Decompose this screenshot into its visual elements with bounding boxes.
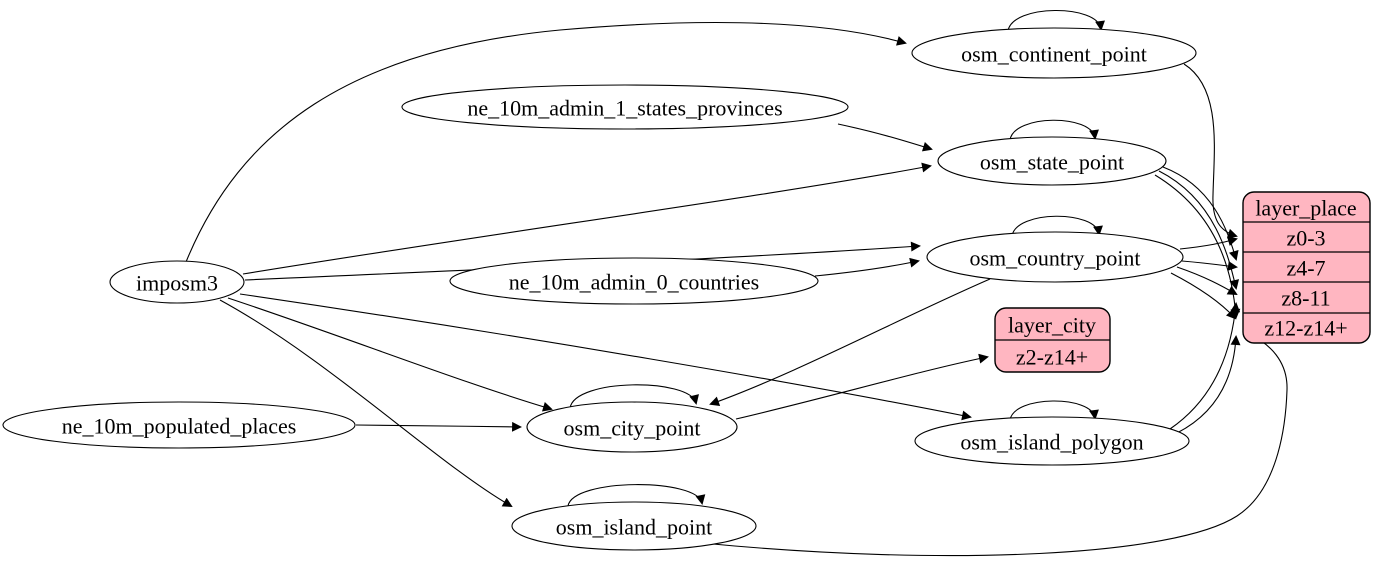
edge-imposm3-osm_island_point — [219, 299, 513, 507]
layer_place-row-z0-3: z0-3 — [1286, 226, 1325, 251]
node-layer_city: layer_city z2-z14+ — [994, 307, 1111, 373]
node-ne_10m_admin_0_countries: ne_10m_admin_0_countries — [449, 257, 819, 305]
edge-osm_country_point-layer_place_z0-3 — [1179, 236, 1238, 250]
node-osm_island_point-shape — [511, 501, 757, 551]
node-imposm3-shape — [109, 260, 245, 304]
edges — [185, 9, 1288, 557]
node-osm_continent_point-shape — [911, 27, 1197, 79]
edge-osm_city_point-layer_city — [735, 353, 989, 420]
selfloop-osm_city_point — [569, 384, 699, 409]
node-osm_city_point-label: osm_city_point — [564, 416, 701, 441]
node-ne_10m_populated_places-label: ne_10m_populated_places — [62, 414, 297, 439]
node-osm_state_point-shape — [937, 136, 1167, 186]
edge-osm_country_point-layer_place_z4-7 — [1181, 260, 1238, 271]
node-osm_island_point-label: osm_island_point — [556, 515, 712, 540]
selfloop-osm_continent_point — [1007, 9, 1105, 32]
edge-osm_country_point-osm_city_point — [709, 278, 991, 406]
edge-imposm3-osm_state_point — [242, 162, 932, 275]
node-osm_state_point: osm_state_point — [937, 136, 1167, 186]
edge-osm_island_polygon-layer_place_z8-11 — [1169, 302, 1241, 430]
layer_city-title: layer_city — [1008, 313, 1096, 338]
layer_place-row-z4-7: z4-7 — [1286, 256, 1325, 281]
node-imposm3-label: imposm3 — [136, 271, 218, 296]
selfloop-osm_island_point — [567, 484, 706, 507]
node-osm_country_point: osm_country_point — [926, 231, 1184, 283]
layer_place-title: layer_place — [1255, 196, 1356, 221]
node-osm_continent_point: osm_continent_point — [911, 27, 1197, 79]
node-osm_island_polygon: osm_island_polygon — [914, 416, 1190, 466]
selfloop-osm_country_point — [1011, 215, 1103, 237]
node-ne_10m_admin_0_countries-label: ne_10m_admin_0_countries — [509, 270, 760, 295]
edge-ne_10m_admin_0_countries-osm_country_point — [814, 257, 920, 277]
node-ne_10m_admin_1_states_provinces-label: ne_10m_admin_1_states_provinces — [467, 96, 782, 121]
edge-osm_country_point-layer_place_z8-11 — [1176, 266, 1238, 295]
selfloop-osm_state_point — [1009, 119, 1099, 141]
node-osm_continent_point-label: osm_continent_point — [961, 42, 1147, 67]
layer_place-row-z12-z14: z12-z14+ — [1264, 316, 1347, 341]
node-osm_island_point: osm_island_point — [511, 501, 757, 551]
node-ne_10m_admin_1_states_provinces: ne_10m_admin_1_states_provinces — [401, 84, 849, 130]
edge-osm_island_polygon-layer_place_z12-z14 — [1176, 335, 1241, 434]
edge-osm_country_point-layer_place_z12-z14 — [1170, 272, 1237, 320]
node-osm_city_point: osm_city_point — [526, 401, 738, 453]
edge-osm_continent_point-layer_place_z0-3 — [1183, 63, 1238, 239]
node-ne_10m_populated_places-shape — [2, 401, 356, 449]
layer_place-row-z8-11: z8-11 — [1281, 286, 1330, 311]
edge-ne_10m_populated_places-osm_city_point — [355, 421, 522, 432]
edge-imposm3-osm_city_point — [227, 297, 553, 412]
node-layer_place-box — [1242, 191, 1371, 344]
edge-imposm3-osm_continent_point — [185, 21, 907, 263]
node-osm_country_point-label: osm_country_point — [969, 246, 1140, 271]
layer_city-row-z2-z14: z2-z14+ — [1016, 345, 1088, 370]
node-imposm3: imposm3 — [109, 260, 245, 304]
edge-imposm3-osm_island_polygon — [239, 293, 972, 421]
edge-osm_state_point-layer_place_z8-11 — [1158, 170, 1240, 290]
node-layer_place: layer_place z0-3 z4-7 z8-11 z12-z14+ — [1242, 191, 1371, 344]
node-osm_country_point-shape — [926, 231, 1184, 283]
node-ne_10m_admin_1_states_provinces-shape — [401, 84, 849, 130]
node-osm_island_polygon-shape — [914, 416, 1190, 466]
node-osm_city_point-shape — [526, 401, 738, 453]
node-osm_island_polygon-label: osm_island_polygon — [960, 430, 1143, 455]
edge-osm_island_point-layer_place_z12-z14 — [701, 332, 1288, 557]
node-ne_10m_admin_0_countries-shape — [449, 257, 819, 305]
node-ne_10m_populated_places: ne_10m_populated_places — [2, 401, 356, 449]
edge-osm_state_point-layer_place_z4-7 — [1162, 166, 1239, 261]
edge-ne_10m_admin_1_states_provinces-osm_state_point — [837, 123, 933, 152]
node-osm_state_point-label: osm_state_point — [980, 150, 1124, 175]
selfloop-osm_island_polygon — [1009, 400, 1099, 421]
